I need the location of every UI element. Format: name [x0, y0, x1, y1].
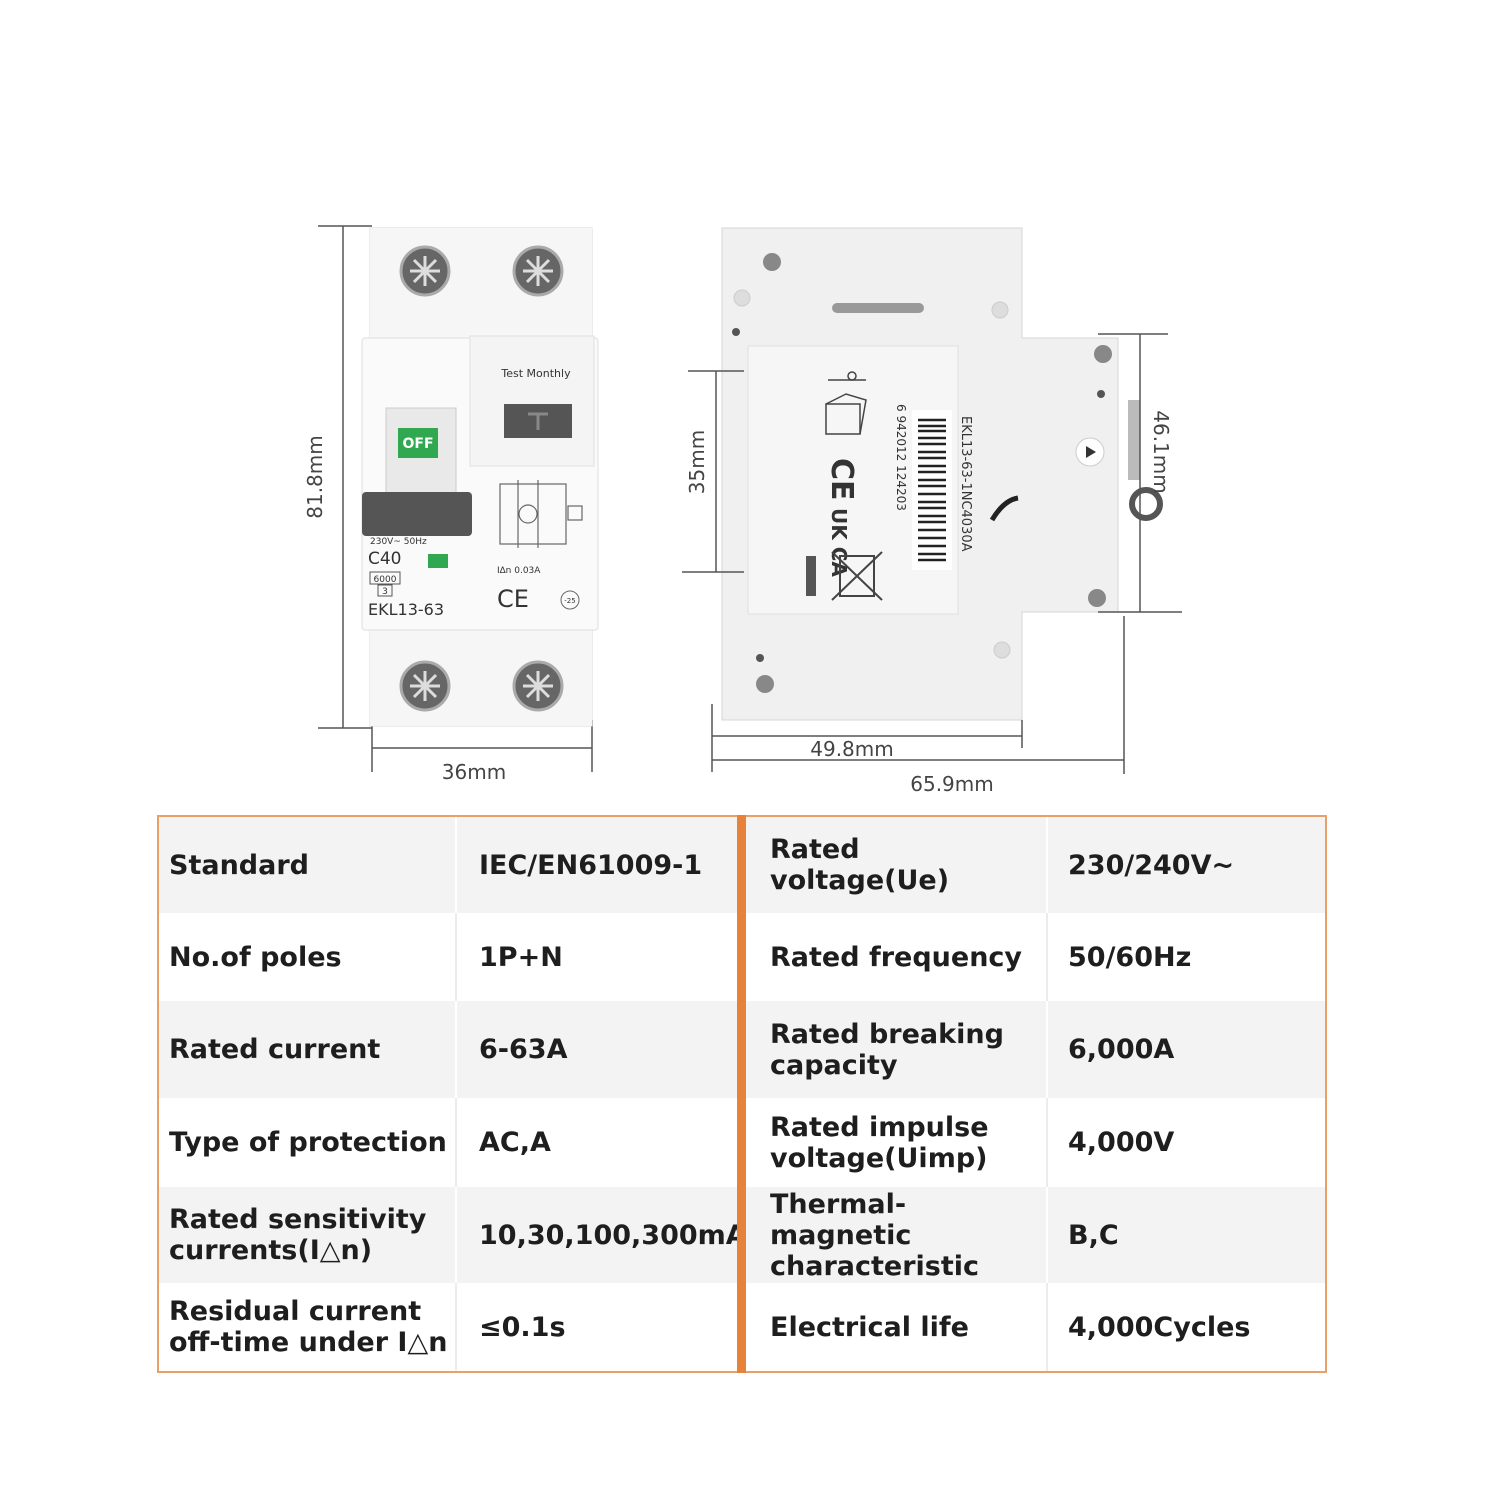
off-label: OFF [402, 436, 433, 452]
off-indicator [398, 428, 438, 458]
inner-width-dimension-label: 49.8mm [810, 737, 894, 761]
model-label: EKL13-63 [368, 600, 444, 619]
temperature-label: -25 [564, 597, 575, 605]
table-divider [737, 815, 746, 1373]
spec-value: ≤0.1s [455, 1283, 737, 1371]
product-drawings: 81.8mm 36mm OFF [303, 225, 1182, 796]
table-row: Thermal-magnetic characteristic B,C [746, 1187, 1325, 1283]
spec-label: Type of protection [169, 1127, 447, 1158]
spec-value: 10,30,100,300mA [455, 1187, 737, 1283]
total-width-dimension-label: 65.9mm [910, 772, 994, 796]
spec-value: 50/60Hz [1046, 913, 1325, 1001]
spec-label: No.of poles [169, 941, 342, 973]
table-row: Rated breaking capacity 6,000A [746, 1001, 1325, 1098]
spec-value: B,C [1046, 1187, 1325, 1283]
weee-bin-icon [831, 551, 883, 601]
bottom-right-screw-icon [512, 660, 564, 712]
front-view: 81.8mm 36mm OFF [303, 225, 599, 784]
depth-dimension-label: 46.1mm [1149, 410, 1173, 494]
ce-mark-icon: CE [824, 458, 859, 501]
spec-label: Rated impulse voltage(Uimp) [770, 1111, 989, 1174]
spec-label: Residual current off-time under I△n [169, 1296, 448, 1358]
barcode-icon [912, 410, 952, 570]
spec-value: 230/240V~ [1046, 817, 1325, 913]
spec-value: 6,000A [1046, 1001, 1325, 1098]
table-row: Residual current off-time under I△n≤0.1s [159, 1283, 737, 1371]
side-view: EKL13-63-1NC4030A 6 942012 124203 CE UK … [682, 227, 1182, 796]
spec-value: 1P+N [455, 913, 737, 1001]
toggle-lever [362, 492, 472, 536]
table-row: Type of protection AC,A [159, 1098, 737, 1187]
table-row: Rated sensitivity currents(I△n) 10,30,100… [159, 1187, 737, 1283]
top-right-screw-icon [512, 245, 564, 297]
spec-label: Electrical life [770, 1311, 969, 1343]
breaking-label: 6000 [374, 575, 397, 585]
table-row: Rated impulse voltage(Uimp) 4,000V [746, 1098, 1325, 1187]
width-dimension-label: 36mm [442, 760, 506, 784]
spec-table-right: Rated voltage(Ue)230/240V~Rated frequenc… [746, 817, 1325, 1371]
spec-label: Standard [169, 849, 309, 881]
spec-value: 4,000V [1046, 1098, 1325, 1187]
table-row: Standard IEC/EN61009-1 [159, 817, 737, 913]
ce-mark-icon: CE [497, 585, 529, 613]
spec-label: Rated voltage(Ue) [770, 834, 950, 896]
spec-value: 4,000Cycles [1046, 1283, 1325, 1371]
table-row: Electrical life 4,000Cycles [746, 1283, 1325, 1371]
table-row: No.of poles 1P+N [159, 913, 737, 1001]
bottom-left-screw-icon [399, 660, 451, 712]
spec-label: Rated sensitivity currents(I△n) [169, 1204, 427, 1266]
model-code-label: EKL13-63-1NC4030A [958, 416, 973, 552]
spec-value: AC,A [455, 1098, 737, 1187]
table-row: Rated current 6-63A [159, 1001, 737, 1098]
rating-label: C40 [368, 549, 402, 569]
spec-label: Rated breaking capacity [770, 1018, 1004, 1081]
spec-label: Rated current [169, 1034, 381, 1065]
status-indicator [428, 554, 448, 568]
test-monthly-label: Test Monthly [500, 367, 571, 380]
spec-value: IEC/EN61009-1 [455, 817, 737, 913]
rail-dimension-label: 35mm [685, 430, 709, 494]
installation-icon [825, 371, 867, 435]
spec-label: Rated frequency [770, 941, 1023, 973]
spec-label: Thermal-magnetic characteristic [770, 1188, 980, 1282]
spec-value: 6-63A [455, 1001, 737, 1098]
voltage-label: 230V~ 50Hz [370, 537, 427, 547]
height-dimension-label: 81.8mm [303, 435, 327, 519]
circuit-diagram-icon [499, 480, 583, 548]
class-label: 3 [382, 587, 388, 597]
table-row: Rated voltage(Ue) 230/240V~ [746, 817, 1325, 913]
barcode-number-label: 6 942012 124203 [894, 404, 908, 511]
table-row: Rated frequency 50/60Hz [746, 913, 1325, 1001]
residual-current-label: I∆n 0.03A [497, 566, 541, 576]
top-left-screw-icon [399, 245, 451, 297]
